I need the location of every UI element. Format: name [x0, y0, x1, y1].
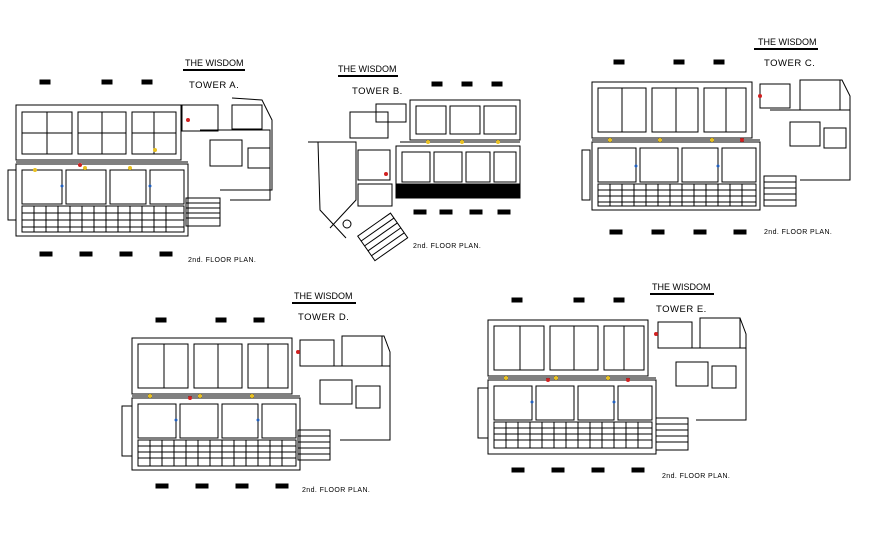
floor-label: 2nd. FLOOR PLAN. — [764, 229, 832, 236]
floor-label: 2nd. FLOOR PLAN. — [662, 473, 730, 480]
floor-plan-drawing — [7, 79, 273, 257]
title-underline — [650, 293, 714, 295]
tower-label: TOWER D. — [298, 312, 349, 323]
tower-label: TOWER E. — [656, 304, 707, 315]
tower-label: TOWER C. — [764, 58, 815, 69]
fixture-accents — [33, 118, 190, 188]
floor-label: 2nd. FLOOR PLAN. — [413, 243, 481, 250]
floor-label: 2nd. FLOOR PLAN. — [302, 487, 370, 494]
floor-plan-drawing — [121, 317, 391, 489]
title-underline — [754, 48, 818, 50]
project-title: THE WISDOM — [294, 291, 353, 301]
fixture-accents — [504, 332, 658, 404]
fixture-accents — [384, 140, 500, 176]
floor-plan-drawing — [308, 81, 521, 262]
tower-label: TOWER B. — [352, 86, 403, 97]
floor-label: 2nd. FLOOR PLAN. — [188, 257, 256, 264]
floor-plan-drawing — [477, 297, 747, 473]
plan-tower-c: THE WISDOM TOWER C. — [581, 37, 851, 236]
project-title: THE WISDOM — [758, 37, 817, 47]
plan-tower-d: THE WISDOM TOWER D. — [121, 291, 391, 494]
fixture-accents — [148, 350, 300, 422]
project-title: THE WISDOM — [652, 282, 711, 292]
plan-tower-a: THE WISDOM TOWER A. — [7, 58, 273, 264]
plan-tower-b: THE WISDOM TOWER B. — [308, 64, 521, 262]
project-title: THE WISDOM — [338, 64, 397, 74]
project-title: THE WISDOM — [185, 58, 244, 68]
plan-tower-e: THE WISDOM TOWER E. — [477, 282, 747, 480]
title-underline — [338, 75, 398, 77]
fixture-accents — [608, 94, 762, 168]
floor-plan-drawing — [581, 59, 851, 235]
title-underline — [292, 302, 356, 304]
title-underline — [183, 69, 245, 71]
tower-label: TOWER A. — [189, 80, 239, 91]
